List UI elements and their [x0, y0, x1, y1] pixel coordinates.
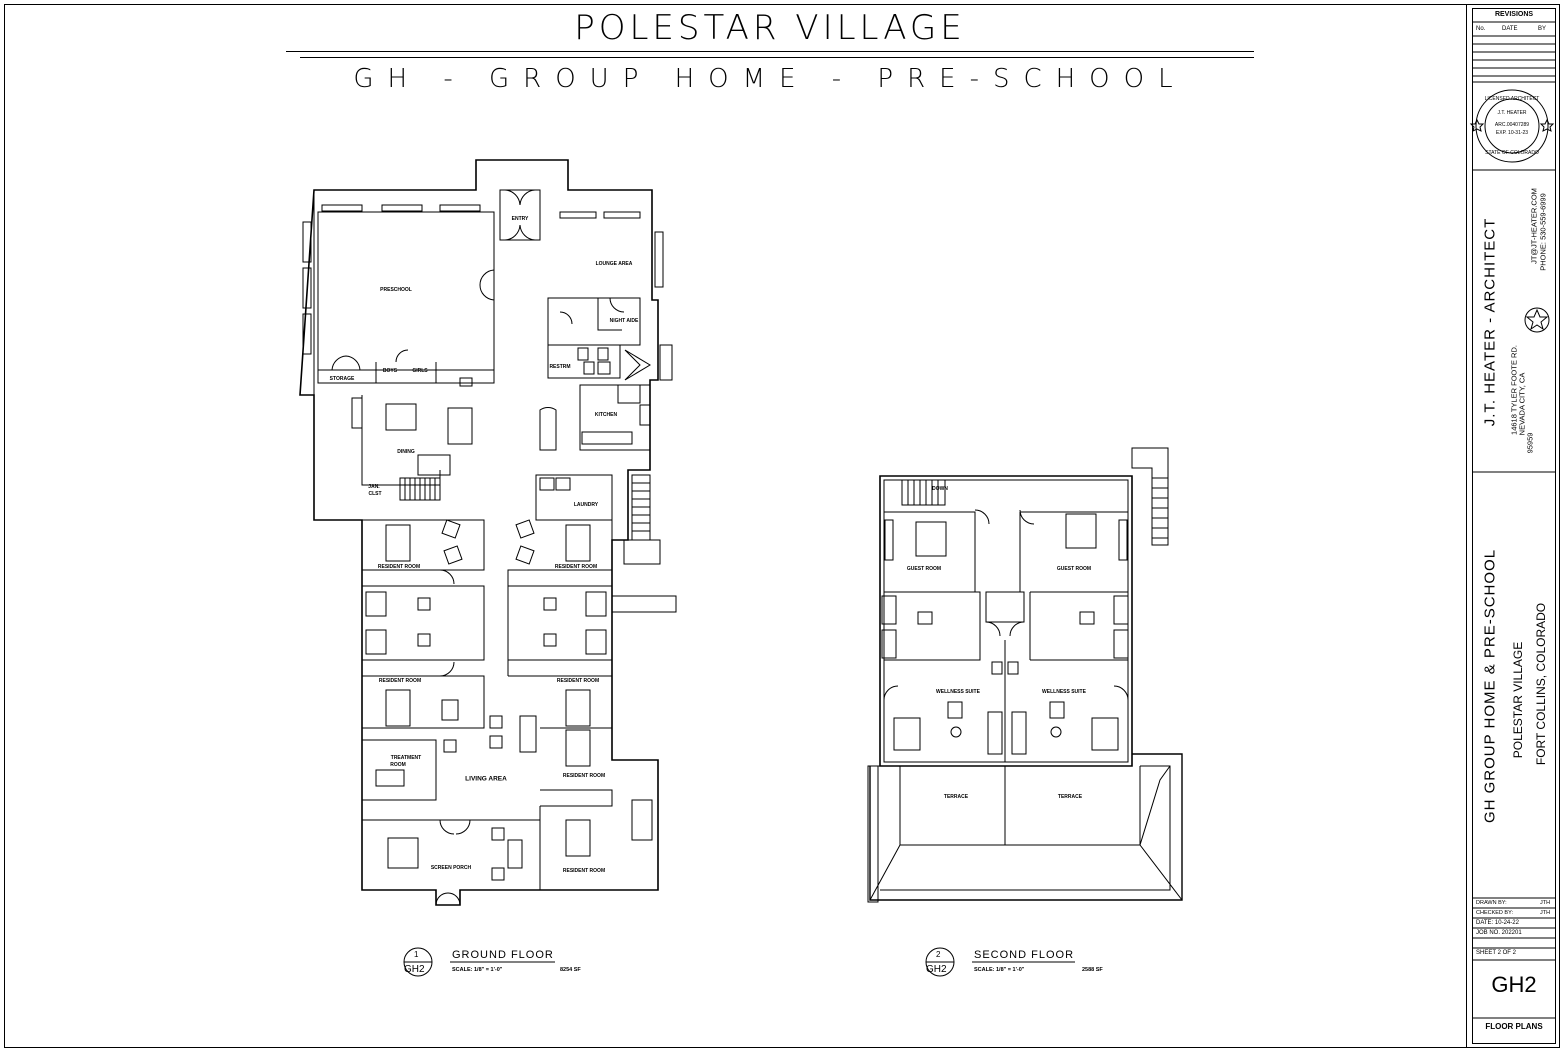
sheet-subtitle: GH - GROUP HOME - PRE-SCHOOL: [353, 64, 1187, 94]
room-label-kitchen: KITCHEN: [594, 412, 618, 418]
room-label-clst: CLST: [368, 491, 382, 497]
drawn-by-value: JTH: [1540, 900, 1551, 906]
sheet-id: GH2: [1491, 972, 1537, 997]
second-floor-detail-sheet: GH2: [926, 964, 947, 975]
room-label-wellness-2: WELLNESS SUITE: [1042, 689, 1086, 695]
firm-address-3: 95959: [1525, 432, 1535, 454]
project-title: GH GROUP HOME & PRE-SCHOOL: [1481, 548, 1499, 824]
ground-floor-caption-area: 8254 SF: [560, 967, 581, 973]
second-floor-caption-scale: SCALE: 1/8" = 1'-0": [974, 967, 1025, 973]
title-underline: [286, 51, 1254, 52]
drawing-sheet-border: [4, 4, 1560, 1048]
room-label-treatment: TREATMENT: [390, 755, 422, 761]
rev-col-no: No.: [1476, 26, 1486, 32]
seal-line3: ARC.00407289: [1494, 122, 1530, 128]
second-floor-plan: [867, 447, 1183, 903]
sheet-title: POLESTAR VILLAGE: [574, 8, 966, 48]
room-label-night-aide: NIGHT AIDE: [609, 318, 639, 324]
rev-col-date: DATE: [1502, 26, 1518, 32]
title-underline-2: [300, 57, 1254, 58]
second-floor-caption-title: SECOND FLOOR: [974, 949, 1075, 961]
room-label-treatment-room: ROOM: [390, 762, 406, 768]
room-label-wellness-1: WELLNESS SUITE: [936, 689, 980, 695]
ground-floor-caption-scale: SCALE: 1/8" = 1'-0": [452, 967, 503, 973]
room-label-lounge: LOUNGE AREA: [595, 261, 633, 267]
room-label-resident-1: RESIDENT ROOM: [377, 564, 421, 570]
firm-name: J.T. HEATER - ARCHITECT: [1481, 217, 1499, 427]
room-label-resident-3: RESIDENT ROOM: [378, 678, 422, 684]
room-label-guest-1: GUEST ROOM: [906, 566, 942, 572]
seal-line2: J.T. HEATER: [1497, 110, 1527, 116]
seal-line1: LICENSED ARCHITECT: [1484, 96, 1540, 102]
room-label-restrm: RESTRM: [549, 364, 571, 370]
room-label-girls: GIRLS: [412, 368, 428, 374]
room-label-resident-2: RESIDENT ROOM: [554, 564, 598, 570]
room-label-boys: BOYS: [382, 368, 398, 374]
room-label-guest-2: GUEST ROOM: [1056, 566, 1092, 572]
date-field: DATE: 10-24-22: [1476, 920, 1519, 926]
rev-col-by: BY: [1538, 26, 1547, 32]
room-label-resident-4: RESIDENT ROOM: [556, 678, 600, 684]
room-label-entry: ENTRY: [511, 216, 529, 222]
room-label-screen-porch: SCREEN PORCH: [430, 865, 472, 871]
room-label-storage: STORAGE: [329, 376, 355, 382]
room-label-resident-5: RESIDENT ROOM: [562, 773, 606, 779]
job-number: JOB NO. 202201: [1476, 930, 1522, 936]
room-label-dining: DINING: [397, 449, 415, 455]
room-label-jan: JAN.: [368, 484, 380, 490]
second-floor-caption-area: 2588 SF: [1082, 967, 1103, 973]
seal-line4: EXP. 10-31-23: [1495, 130, 1529, 136]
room-label-living-area: LIVING AREA: [465, 775, 507, 783]
firm-address-2: NEVADA CITY, CA: [1517, 372, 1527, 436]
room-label-terrace-1: TERRACE: [943, 794, 969, 800]
sheet-count: SHEET 2 OF 2: [1476, 950, 1516, 956]
sheet-name: FLOOR PLANS: [1485, 1022, 1543, 1031]
ground-floor-detail-number: 1: [414, 950, 419, 959]
ground-floor-plan: [299, 159, 1075, 977]
room-label-down: DOWN: [932, 486, 948, 492]
ground-floor-caption-title: GROUND FLOOR: [452, 949, 554, 961]
project-location: FORT COLLINS, COLORADO: [1534, 602, 1548, 766]
ground-floor-detail-sheet: GH2: [404, 964, 425, 975]
checked-by-label: CHECKED BY:: [1476, 910, 1513, 916]
checked-by-value: JTH: [1540, 910, 1551, 916]
room-label-terrace-2: TERRACE: [1057, 794, 1083, 800]
project-name: POLESTAR VILLAGE: [1511, 641, 1525, 759]
second-floor-detail-number: 2: [936, 950, 941, 959]
firm-email: JT@JT-HEATER.COM: [1529, 188, 1539, 264]
firm-phone: PHONE: 530-559-6999: [1538, 193, 1548, 271]
title-block: [1466, 4, 1560, 1048]
drawn-by-label: DRAWN BY:: [1476, 900, 1507, 906]
room-label-laundry: LAUNDRY: [573, 502, 599, 508]
room-label-resident-6: RESIDENT ROOM: [562, 868, 606, 874]
revisions-heading: REVISIONS: [1494, 11, 1534, 18]
title-block-inner: [1472, 8, 1556, 1044]
seal-line5: STATE OF COLORADO: [1485, 150, 1539, 156]
room-label-preschool: PRESCHOOL: [380, 287, 412, 293]
